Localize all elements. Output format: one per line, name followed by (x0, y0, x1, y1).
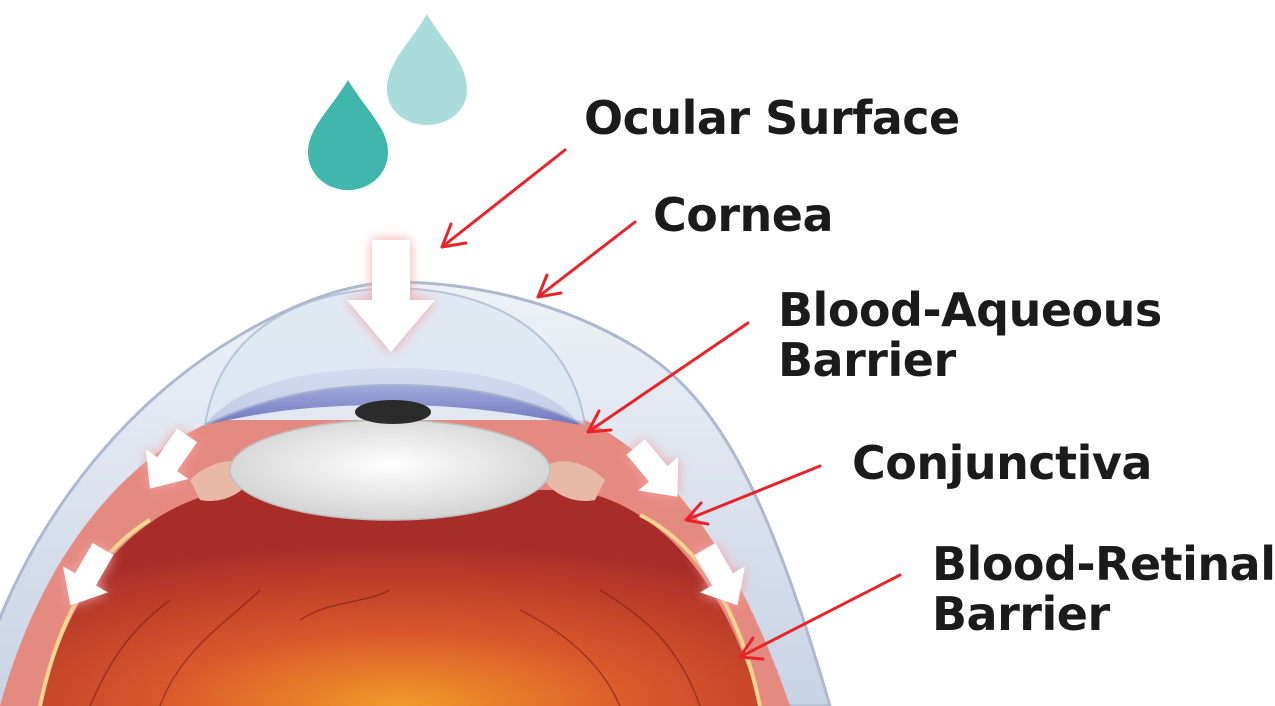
label-blood-retinal-line2: Barrier (932, 589, 1275, 639)
label-blood-retinal-barrier: Blood-Retinal Barrier (932, 539, 1275, 639)
label-blood-aqueous-barrier: Blood-Aqueous Barrier (778, 285, 1162, 385)
label-blood-aqueous-line1: Blood-Aqueous (778, 285, 1162, 335)
label-cornea: Cornea (653, 190, 833, 240)
pupil (355, 400, 431, 424)
pointer-ocular-surface (442, 150, 565, 247)
label-conjunctiva: Conjunctiva (852, 438, 1152, 488)
pointer-cornea (538, 222, 635, 297)
label-cornea-text: Cornea (653, 190, 833, 240)
label-ocular-surface-text: Ocular Surface (584, 93, 960, 143)
label-blood-aqueous-line2: Barrier (778, 335, 1162, 385)
label-blood-retinal-line1: Blood-Retinal (932, 539, 1275, 589)
drop-light (387, 14, 467, 125)
lens (230, 420, 550, 520)
drop-dark (308, 80, 388, 190)
label-conjunctiva-text: Conjunctiva (852, 438, 1152, 488)
label-ocular-surface: Ocular Surface (584, 93, 960, 143)
